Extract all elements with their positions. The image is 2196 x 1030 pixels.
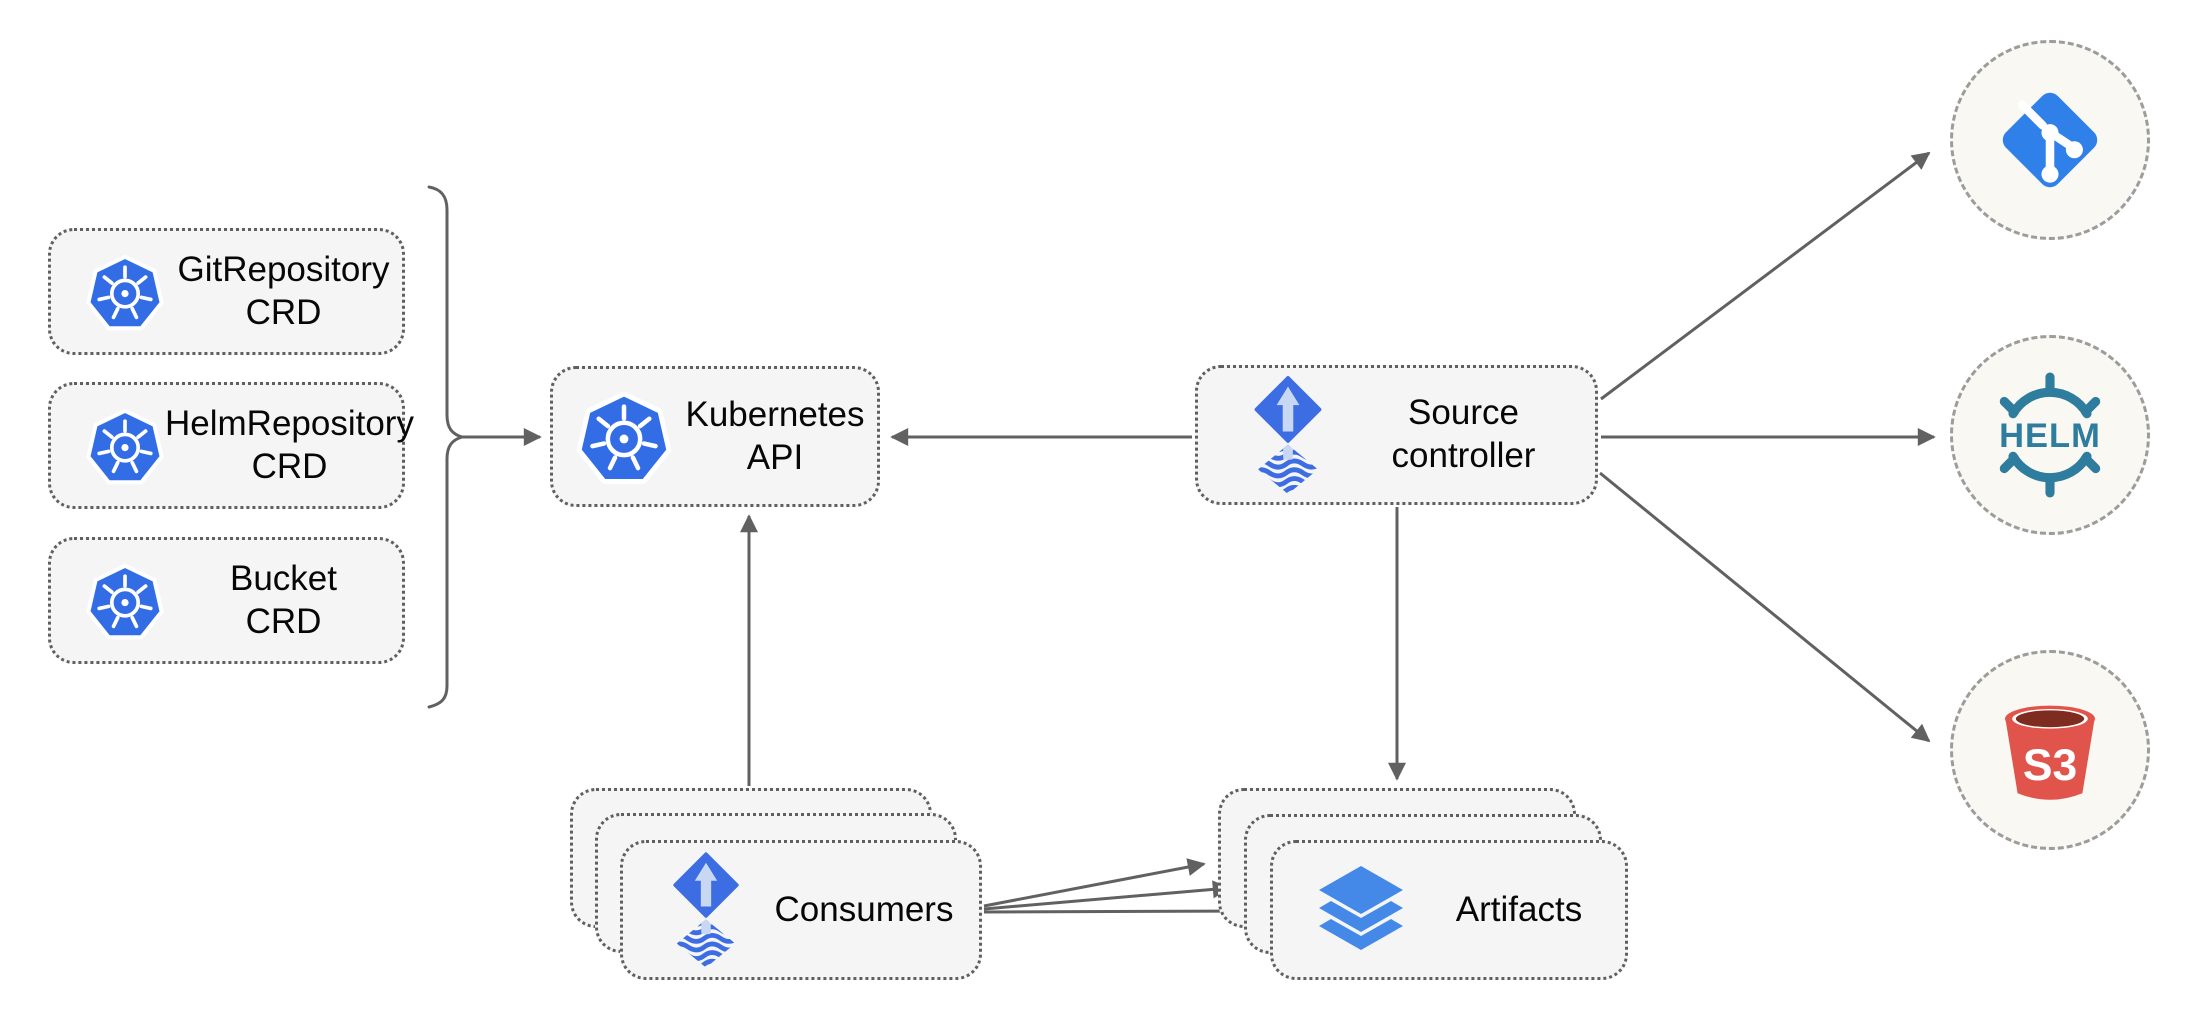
node-gitrepository-crd: GitRepository CRD bbox=[48, 228, 405, 355]
endpoint-s3: S3 bbox=[1950, 650, 2150, 850]
crd-group-bracket bbox=[427, 185, 468, 709]
node-label: Consumers bbox=[774, 889, 954, 929]
kubernetes-icon bbox=[85, 252, 165, 332]
layers-icon bbox=[1309, 860, 1413, 960]
node-label: Kubernetes API bbox=[685, 394, 865, 477]
svg-text:S3: S3 bbox=[2023, 741, 2077, 790]
edge-consumers-to-artifacts-1 bbox=[983, 858, 1206, 908]
node-kubernetes-api: Kubernetes API bbox=[550, 366, 880, 507]
kubernetes-icon bbox=[85, 561, 165, 641]
s3-icon: S3 bbox=[1990, 690, 2110, 810]
edge-consumers-to-artifacts-2 bbox=[983, 880, 1231, 911]
node-source-controller: Source controller bbox=[1195, 365, 1598, 505]
node-label: Bucket CRD bbox=[230, 558, 337, 641]
flux-icon bbox=[663, 852, 749, 968]
node-consumers: Consumers bbox=[620, 840, 982, 980]
edge-consumers-to-artifacts-3 bbox=[983, 902, 1258, 921]
endpoint-helm: HELM bbox=[1950, 335, 2150, 535]
node-label: HelmRepository CRD bbox=[165, 403, 414, 486]
node-bucket-crd: Bucket CRD bbox=[48, 537, 405, 664]
endpoint-git bbox=[1950, 40, 2150, 240]
kubernetes-icon bbox=[85, 406, 165, 486]
flux-icon bbox=[1244, 376, 1332, 494]
node-artifacts: Artifacts bbox=[1270, 840, 1628, 980]
node-label: Source controller bbox=[1391, 393, 1536, 475]
node-label: GitRepository CRD bbox=[177, 249, 390, 332]
helm-icon: HELM bbox=[1984, 369, 2116, 501]
git-icon bbox=[1989, 79, 2111, 201]
edge-source-controller-to-s3 bbox=[1599, 471, 1931, 743]
node-label: Artifacts bbox=[1455, 889, 1583, 929]
edge-source-controller-to-git bbox=[1600, 151, 1931, 401]
kubernetes-icon bbox=[575, 388, 673, 486]
node-helmrepository-crd: HelmRepository CRD bbox=[48, 382, 414, 509]
svg-text:HELM: HELM bbox=[1999, 417, 2101, 455]
